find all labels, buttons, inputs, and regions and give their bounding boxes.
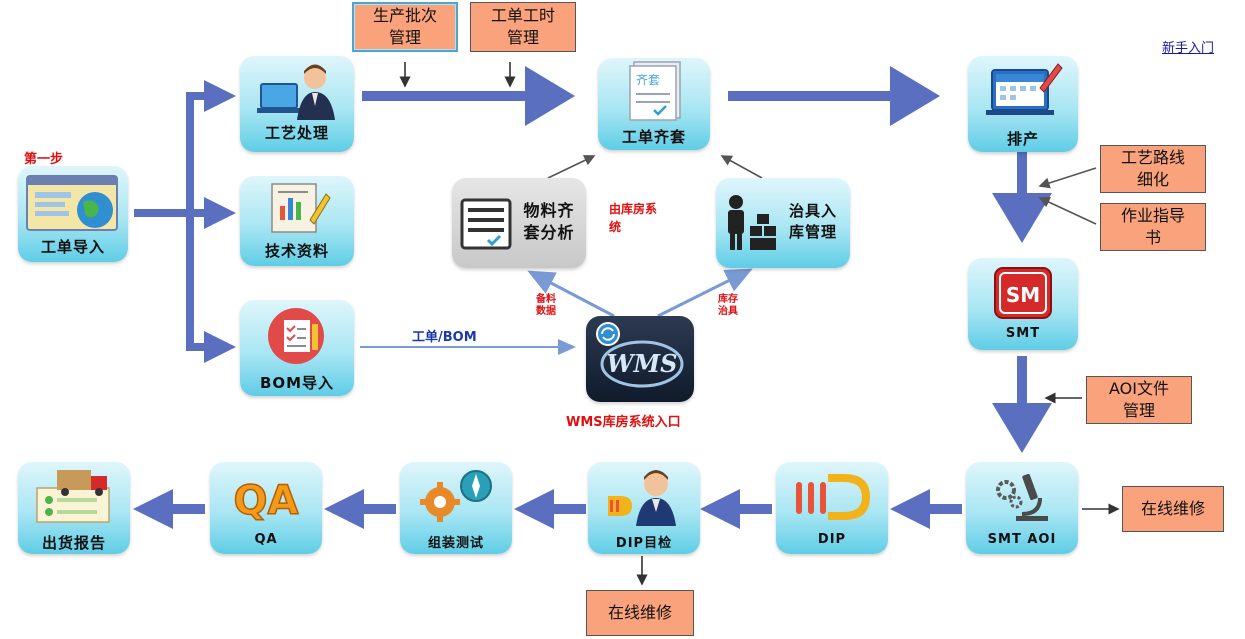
dip-logo-icon [796, 474, 870, 520]
kit-document-icon: 齐套 [629, 61, 681, 121]
node-label: 组装测试 [427, 536, 484, 551]
node-label: 物料齐 套分析 [523, 201, 575, 242]
qa-logo-text: QA [234, 478, 299, 524]
node-label: 排产 [1006, 130, 1039, 148]
node-shipping-report[interactable]: 出货报告 [18, 462, 130, 554]
step-label: 第一步 [24, 152, 64, 167]
smt-logo-text: SM [1006, 283, 1040, 307]
node-qa[interactable]: QA QA [210, 462, 322, 554]
node-label: 工单导入 [40, 238, 105, 256]
arrow-wms-to-material [527, 270, 615, 318]
node-dip[interactable]: DIP [776, 462, 888, 554]
node-work-order-kitting[interactable]: 齐套 工单齐套 [598, 58, 710, 150]
wms-logo-text: WMS [607, 349, 678, 378]
arrow-fixture-to-kitting [720, 155, 763, 179]
node-label: DIP [817, 532, 847, 547]
engineer-computer-icon [257, 64, 335, 120]
checklist-document-icon [460, 198, 512, 250]
calendar-laptop-icon [986, 63, 1063, 115]
microscope-icon [996, 473, 1048, 521]
node-work-order-import[interactable]: 工单导入 [18, 166, 128, 262]
truck-checklist-icon [36, 470, 110, 523]
node-scheduling[interactable]: 排产 [968, 56, 1078, 152]
arrow-route-note [1038, 167, 1097, 189]
node-label: 工单齐套 [621, 128, 686, 146]
node-material-kitting[interactable]: 物料齐 套分析 [452, 178, 586, 268]
qa-logo-icon: QA [233, 477, 300, 525]
browser-globe-icon [26, 175, 118, 231]
node-label: QA [254, 532, 278, 547]
stock-fixture-label: 库存 治具 [718, 294, 738, 317]
node-label: BOM导入 [259, 374, 335, 392]
node-smt[interactable]: SM SMT [968, 258, 1078, 350]
kit-tag-text: 齐套 [636, 72, 660, 87]
arrow-guide-note [1038, 196, 1097, 225]
node-label: SMT AOI [987, 532, 1057, 547]
warehouse-worker-icon [728, 195, 776, 250]
node-label: SMT [1005, 326, 1041, 341]
note-aoi-file[interactable]: AOI文件 管理 [1086, 376, 1192, 424]
note-repair-bottom[interactable]: 在线维修 [586, 590, 694, 636]
node-label: 工艺处理 [264, 124, 329, 142]
note-batch-management[interactable]: 生产批次 管理 [352, 2, 458, 52]
gear-compass-icon [420, 470, 492, 522]
wms-entry-label[interactable]: WMS库房系统入口 [566, 415, 681, 430]
arrow-wms-to-fixture [657, 268, 753, 318]
note-route-refine[interactable]: 工艺路线 细化 [1100, 145, 1206, 193]
node-dip-inspection[interactable]: DIP目检 [588, 462, 700, 554]
node-tech-data[interactable]: 技术资料 [240, 176, 354, 266]
bom-flow-label: 工单/BOM [412, 330, 477, 345]
arrow-material-to-kitting [547, 155, 596, 179]
note-repair-right[interactable]: 在线维修 [1122, 486, 1224, 532]
help-link[interactable]: 新手入门 [1162, 41, 1215, 56]
node-label: 技术资料 [264, 242, 329, 260]
wms-logo-icon: WMS [596, 322, 684, 388]
note-work-guide[interactable]: 作业指导 书 [1100, 203, 1206, 251]
note-hours-management[interactable]: 工单工时 管理 [470, 2, 576, 52]
inspector-icon [608, 470, 676, 526]
node-smt-aoi[interactable]: SMT AOI [966, 462, 1078, 554]
node-label: 治具入 库管理 [788, 202, 837, 241]
node-bom-import[interactable]: BOM导入 [240, 300, 354, 396]
document-chart-icon [271, 183, 331, 233]
node-label: 出货报告 [41, 534, 106, 552]
smt-logo-icon: SM [994, 267, 1052, 319]
from-warehouse-note: 由库房系 统 [609, 202, 658, 234]
checklist-icon [268, 308, 324, 364]
node-label: DIP目检 [615, 536, 673, 551]
node-fixture-storage[interactable]: 治具入 库管理 [716, 178, 850, 268]
node-assembly-test[interactable]: 组装测试 [400, 462, 512, 554]
node-process-handling[interactable]: 工艺处理 [240, 56, 354, 152]
prep-data-label: 备料 数据 [536, 294, 556, 317]
node-wms-entry[interactable]: WMS [586, 316, 694, 402]
